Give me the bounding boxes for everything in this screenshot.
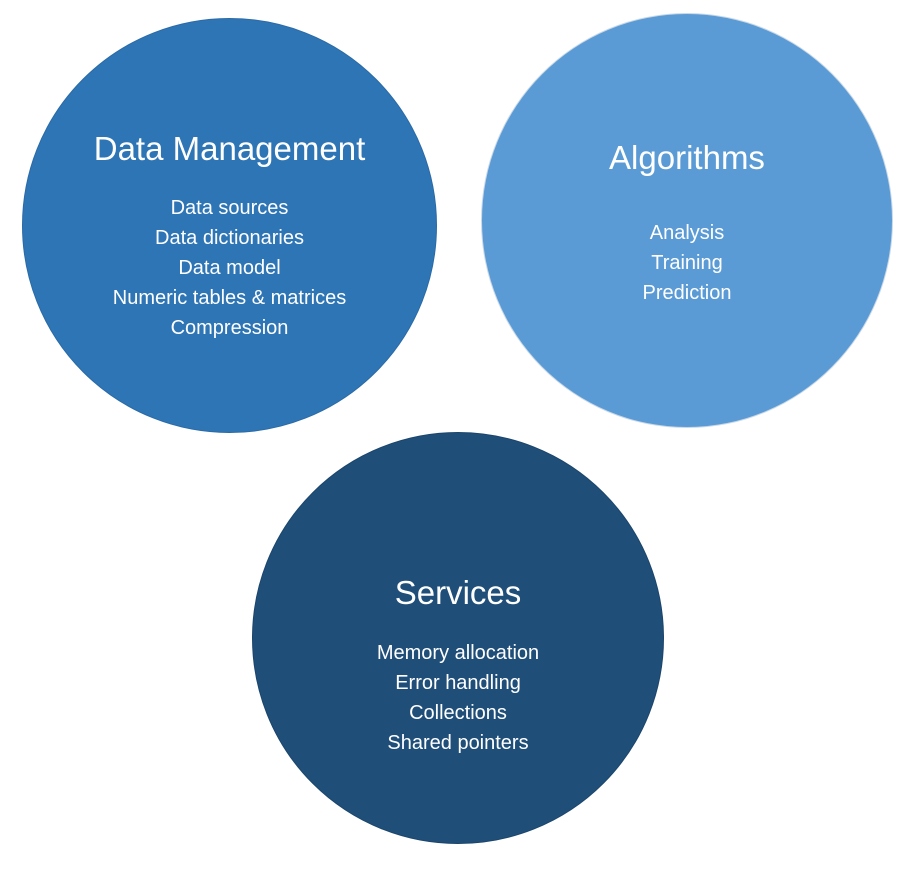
algorithms-circle: Algorithms Analysis Training Prediction (481, 13, 893, 428)
list-item: Data sources (170, 197, 289, 219)
list-item: Training (651, 252, 723, 274)
services-items: Memory allocation Error handling Collect… (253, 638, 663, 758)
algorithms-title: Algorithms (609, 139, 765, 176)
list-item: Data dictionaries (155, 227, 304, 249)
list-item: Shared pointers (387, 732, 529, 754)
list-item: Compression (170, 317, 289, 339)
list-item: Analysis (649, 222, 725, 244)
list-item: Prediction (642, 282, 732, 304)
algorithms-items: Analysis Training Prediction (482, 218, 892, 308)
list-item: Collections (409, 702, 507, 724)
list-item: Numeric tables & matrices (112, 287, 347, 309)
data-management-items: Data sources Data dictionaries Data mode… (23, 193, 436, 343)
list-item: Error handling (395, 672, 521, 694)
services-title: Services (394, 574, 522, 611)
data-management-circle: Data Management Data sources Data dictio… (22, 18, 437, 433)
data-management-title: Data Management (93, 130, 366, 167)
services-circle: Services Memory allocation Error handlin… (252, 432, 664, 844)
list-item: Data model (178, 257, 281, 279)
list-item: Memory allocation (376, 642, 540, 664)
